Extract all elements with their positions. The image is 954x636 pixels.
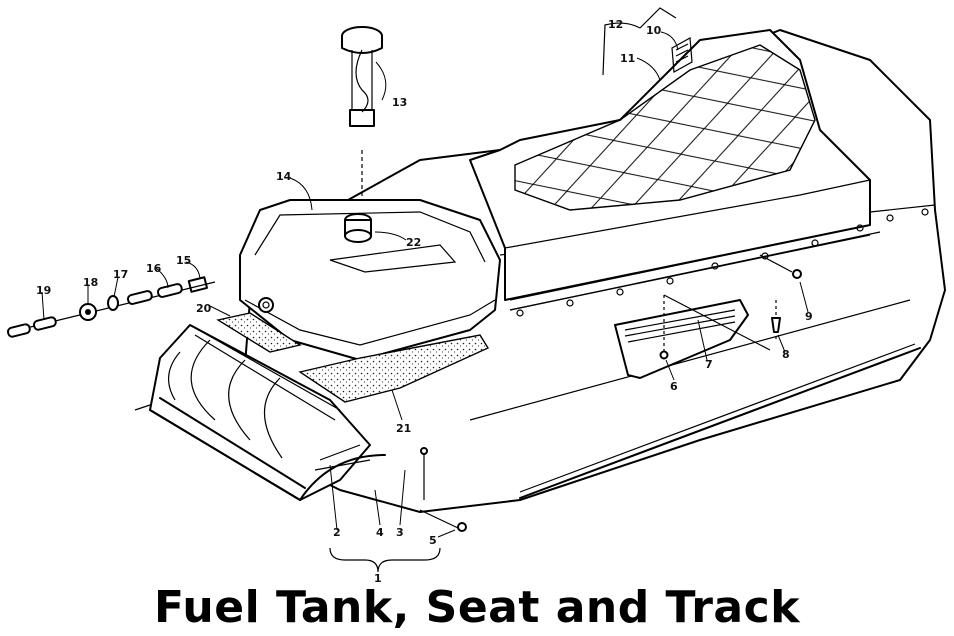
callout-1: 1 <box>374 572 382 585</box>
callout-21: 21 <box>396 422 411 435</box>
linkage-hardware <box>6 276 216 338</box>
callout-22: 22 <box>406 236 421 249</box>
foam-pad-20 <box>216 312 302 353</box>
seat-emblem <box>671 37 693 73</box>
seat-assembly <box>469 29 929 317</box>
callout-8: 8 <box>782 348 790 361</box>
callout-10: 10 <box>646 24 662 37</box>
callout-9: 9 <box>805 310 813 323</box>
callout-12: 12 <box>608 18 623 31</box>
callout-3: 3 <box>396 526 404 539</box>
callout-7: 7 <box>705 358 713 371</box>
callout-15: 15 <box>176 254 191 267</box>
callout-16: 16 <box>146 262 162 275</box>
fuel-gauge-sender <box>341 26 383 200</box>
callout-labels: 1 2 3 4 5 6 7 8 9 10 11 12 13 14 15 16 1… <box>36 18 813 585</box>
callout-4: 4 <box>376 526 384 539</box>
callout-2: 2 <box>333 526 341 539</box>
page-title: Fuel Tank, Seat and Track <box>154 582 800 633</box>
callout-6: 6 <box>670 380 678 393</box>
foam-pad-21 <box>298 334 490 403</box>
callout-18: 18 <box>83 276 98 289</box>
callout-11: 11 <box>620 52 635 65</box>
assembly-bracket <box>329 547 441 573</box>
callout-20: 20 <box>196 302 212 315</box>
callout-bracket-12 <box>602 22 641 76</box>
callout-5: 5 <box>429 534 437 547</box>
callout-19: 19 <box>36 284 51 297</box>
track-assembly <box>134 324 386 501</box>
running-board <box>614 299 749 379</box>
fasteners <box>419 254 802 532</box>
leader-lines <box>41 31 809 538</box>
callout-14: 14 <box>276 170 292 183</box>
callout-17: 17 <box>113 268 128 281</box>
callout-13: 13 <box>392 96 407 109</box>
